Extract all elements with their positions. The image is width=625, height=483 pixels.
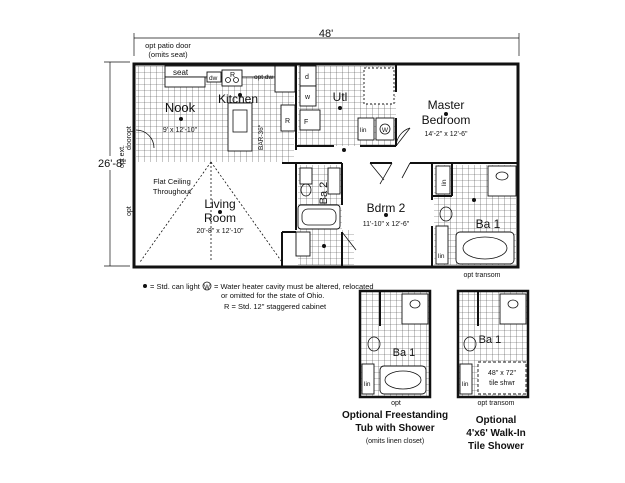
can-light-symbol <box>143 284 147 288</box>
ba2-fixtures <box>295 167 341 257</box>
r-label: R <box>230 72 235 79</box>
opt-shwr-title-2: 4'x6' Walk-In <box>466 428 525 439</box>
opt-tub-lin: lin <box>364 381 371 388</box>
seat-label: seat <box>173 68 189 77</box>
dryer-label: d <box>305 74 309 81</box>
nook-can-light <box>179 117 183 121</box>
bar-label: BAR-36" <box>258 124 265 150</box>
interior-walls <box>281 64 518 267</box>
door-label: door <box>126 135 133 150</box>
living-name-2: Room <box>204 211 236 225</box>
fridge <box>280 104 296 132</box>
master-can-light <box>444 112 448 116</box>
opt-shwr-transom: opt transom <box>478 400 515 407</box>
legend-wh-symbol: W <box>204 285 210 291</box>
ba2-name: Ba 2 <box>318 182 330 205</box>
living-can-light <box>218 210 222 214</box>
kitchen-island <box>227 102 253 152</box>
ba1-linen-label: lin <box>441 179 448 186</box>
living-vault-lines <box>139 161 283 263</box>
ba1-name: Ba 1 <box>476 217 501 231</box>
width-dimension: 48' <box>133 28 520 56</box>
master-name-1: Master <box>428 98 465 112</box>
hall-can-light <box>322 244 326 248</box>
ba2-tub <box>297 204 341 230</box>
kitchen-can-light <box>238 93 242 97</box>
utl-can-light <box>338 106 342 110</box>
nook-name: Nook <box>165 100 196 115</box>
kitchen-fixtures: seat dw R opt dw R BAR-36" <box>164 65 296 152</box>
utility-fixtures: d w F lin W <box>299 65 395 141</box>
patio-door-note: (omits seat) <box>148 50 188 59</box>
opt-shwr-title-3: Tile Shower <box>468 441 524 452</box>
opt-transom-label: opt transom <box>464 272 501 279</box>
ba1-lin-label-2: lin <box>438 253 445 260</box>
bdrm2-name: Bdrm 2 <box>367 201 406 215</box>
master-name-2: Bedroom <box>422 113 471 127</box>
patio-door-label: opt patio door <box>145 41 191 50</box>
living-name-1: Living <box>204 197 235 211</box>
kitchen-name: Kitchen <box>218 92 258 106</box>
master-size: 14'-2" x 12'-6" <box>424 131 468 138</box>
ba1-can-light <box>472 198 476 202</box>
legend-wh-line1: = Water heater cavity must be altered, r… <box>214 282 374 291</box>
furnace-label: F <box>304 119 308 126</box>
option-freestanding-tub: lin Ba 1 opt Optional Freestanding Tub w… <box>342 289 448 445</box>
opt-shwr-room: Ba 1 <box>479 334 502 346</box>
ba2-vanity <box>327 167 341 195</box>
depth-label: 26'-8" <box>98 158 126 170</box>
opt-shwr-title-1: Optional <box>476 415 517 426</box>
opt-dw-label: opt dw <box>254 74 273 81</box>
opt-tub-opt: opt <box>391 400 401 407</box>
fridge-label: R <box>285 118 290 125</box>
opt-label-1: opt <box>126 126 133 136</box>
opt-ext-label: opt ext. <box>119 145 126 168</box>
option-walk-in-shower: lin 48" x 72" tile shwr Ba 1 opt transom… <box>456 289 530 452</box>
utl-name: Utl <box>333 90 348 104</box>
hall-tile-floor <box>310 230 354 265</box>
legend-wh-line2: or omitted for the state of Ohio. <box>221 291 324 300</box>
ceiling-note-2: Throughout <box>153 187 192 196</box>
furnace <box>299 109 321 131</box>
corner-cabinet <box>274 65 296 93</box>
opt-tub-title-3: (omits linen closet) <box>366 438 424 445</box>
width-label: 48' <box>319 28 333 40</box>
ba2-toilet <box>299 167 313 185</box>
opt-shwr-size: 48" x 72" <box>488 370 516 377</box>
opt-tub-title-2: Tub with Shower <box>355 423 434 434</box>
opt-tub-title-1: Optional Freestanding <box>342 410 448 421</box>
seat-bench <box>164 76 206 88</box>
opt-tub-room: Ba 1 <box>393 347 416 359</box>
legend: = Std. can light W = Water heater cavity… <box>143 281 374 311</box>
ba1-toilet <box>439 206 453 222</box>
nook-tile-floor <box>136 66 165 162</box>
ba1-vanity <box>487 165 517 197</box>
bdrm2-can-light <box>384 213 388 217</box>
legend-can-light: = Std. can light <box>150 282 201 291</box>
depth-dimension: 26'-8" <box>98 61 130 267</box>
opt-label-2: opt <box>126 206 133 216</box>
opt-shwr-tile: tile shwr <box>489 380 515 387</box>
utl-lin-label: lin <box>360 127 367 134</box>
nook-size: 9' x 12'-10" <box>163 127 198 134</box>
bdrm2-size: 11'-10" x 12'-6" <box>363 221 410 228</box>
opt-shwr-lin: lin <box>462 381 469 388</box>
water-heater-label: W <box>382 127 389 134</box>
dw-label: dw <box>209 75 218 82</box>
hall-can-light-2 <box>342 148 346 152</box>
living-size: 20'-8" x 12'-10" <box>197 228 244 235</box>
ba1-fixtures: lin lin <box>435 165 517 265</box>
washer-label: w <box>304 94 311 101</box>
ceiling-note-1: Flat Ceiling <box>153 177 191 186</box>
exterior-wall <box>132 62 520 269</box>
legend-cabinet: R = Std. 12" staggered cabinet <box>224 302 327 311</box>
